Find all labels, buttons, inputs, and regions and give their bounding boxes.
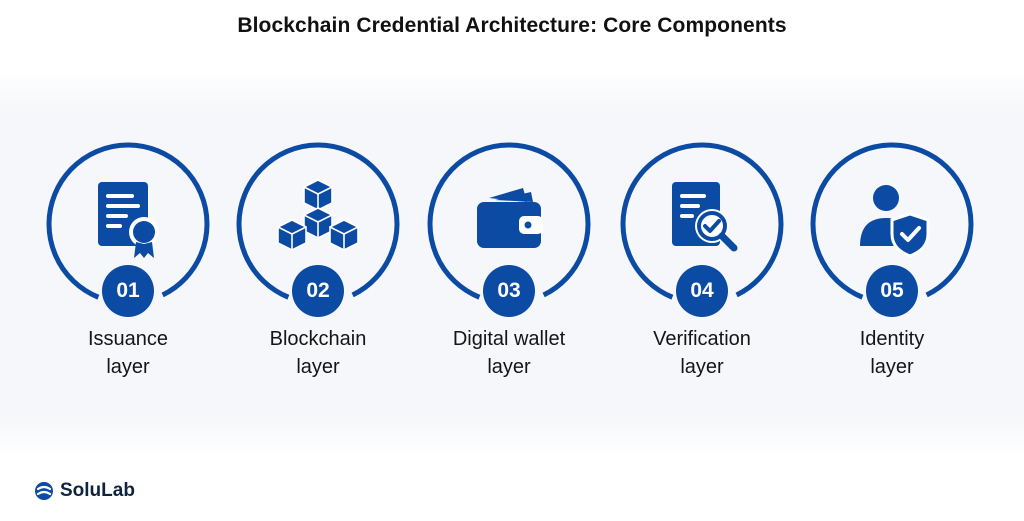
progress-ring (427, 142, 591, 306)
label-line-2: layer (106, 356, 150, 378)
user-shield-icon (860, 185, 930, 258)
certificate-icon (98, 182, 159, 258)
label-line-1: Identity (859, 328, 925, 350)
label-line-1: Verification (653, 328, 751, 350)
blockchain-cubes-icon (277, 179, 359, 251)
brand-name: SoluLab (60, 480, 135, 501)
step-number-badge: 04 (676, 265, 728, 317)
component-label: Identity layer (802, 325, 982, 381)
component-label: Verification layer (612, 325, 792, 381)
component-label: Blockchain layer (228, 325, 408, 381)
component-label: Digital wallet layer (419, 325, 599, 381)
label-line-2: layer (680, 356, 724, 378)
label-line-1: Blockchain (269, 328, 367, 350)
wallet-icon (477, 188, 543, 248)
step-number-badge: 01 (102, 265, 154, 317)
page-title: Blockchain Credential Architecture: Core… (237, 14, 787, 37)
component-issuance-layer: 01 Issuance layer (38, 140, 218, 400)
label-line-2: layer (870, 356, 914, 378)
label-line-1: Issuance (87, 328, 169, 350)
component-identity-layer: 05 Identity layer (802, 140, 982, 400)
component-digital-wallet-layer: 03 Digital wallet layer (419, 140, 599, 400)
solulab-logo-icon (35, 482, 53, 500)
label-line-1: Digital wallet (452, 328, 566, 350)
step-number-badge: 03 (483, 265, 535, 317)
progress-ring (236, 142, 400, 306)
step-number-badge: 02 (292, 265, 344, 317)
progress-ring (46, 142, 210, 306)
step-number-badge: 05 (866, 265, 918, 317)
progress-ring (620, 142, 784, 306)
component-blockchain-layer: 02 Blockchain layer (228, 140, 408, 400)
label-line-2: layer (296, 356, 340, 378)
label-line-2: layer (487, 356, 531, 378)
progress-ring (810, 142, 974, 306)
component-verification-layer: 04 Verification layer (612, 140, 792, 400)
document-search-check-icon (672, 182, 738, 252)
component-label: Issuance layer (38, 325, 218, 381)
brand-logo: SoluLab (34, 480, 135, 502)
background-band (0, 68, 1024, 460)
